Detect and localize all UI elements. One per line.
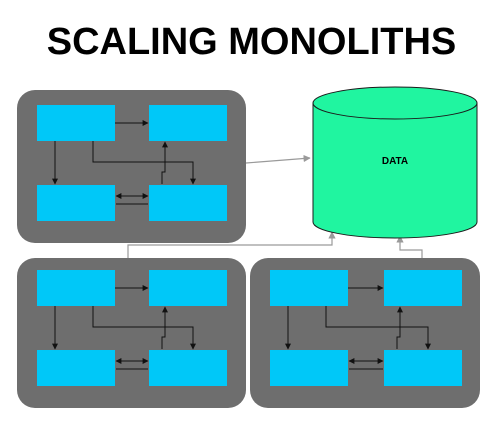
- module-box-2: [149, 270, 227, 306]
- module-connectors: [52, 285, 196, 370]
- db-connector-bottom-left: [127, 231, 336, 258]
- monolith-top-left: [17, 90, 246, 243]
- db-connector-top-left: [245, 154, 311, 164]
- module-box-2: [384, 270, 462, 306]
- connector-1-4: [92, 141, 196, 185]
- connector-2-4: [396, 306, 403, 349]
- database-label: DATA: [382, 156, 408, 167]
- module-box-3: [37, 350, 115, 386]
- module-box-1: [37, 270, 115, 306]
- database-top: [312, 86, 478, 120]
- db-connector-bottom-right: [396, 235, 423, 258]
- module-box-4: [149, 185, 227, 221]
- module-box-2: [149, 105, 227, 141]
- page-title: SCALING MONOLITHS: [46, 21, 457, 63]
- module-box-1: [37, 105, 115, 141]
- monolith-bottom-right: [250, 258, 480, 408]
- connector-2-4: [161, 141, 168, 184]
- connector-1-4: [325, 306, 431, 350]
- database-cylinder: DATA: [312, 86, 478, 239]
- db-connections: [127, 154, 423, 258]
- module-box-4: [384, 350, 462, 386]
- module-connectors: [52, 120, 196, 205]
- module-box-3: [270, 350, 348, 386]
- module-box-4: [149, 350, 227, 386]
- module-connectors: [285, 285, 431, 370]
- connector-1-4: [92, 306, 196, 350]
- connector-2-4: [161, 306, 168, 349]
- module-box-3: [37, 185, 115, 221]
- database-body: [312, 102, 478, 239]
- monolith-bottom-left: [17, 258, 246, 408]
- module-box-1: [270, 270, 348, 306]
